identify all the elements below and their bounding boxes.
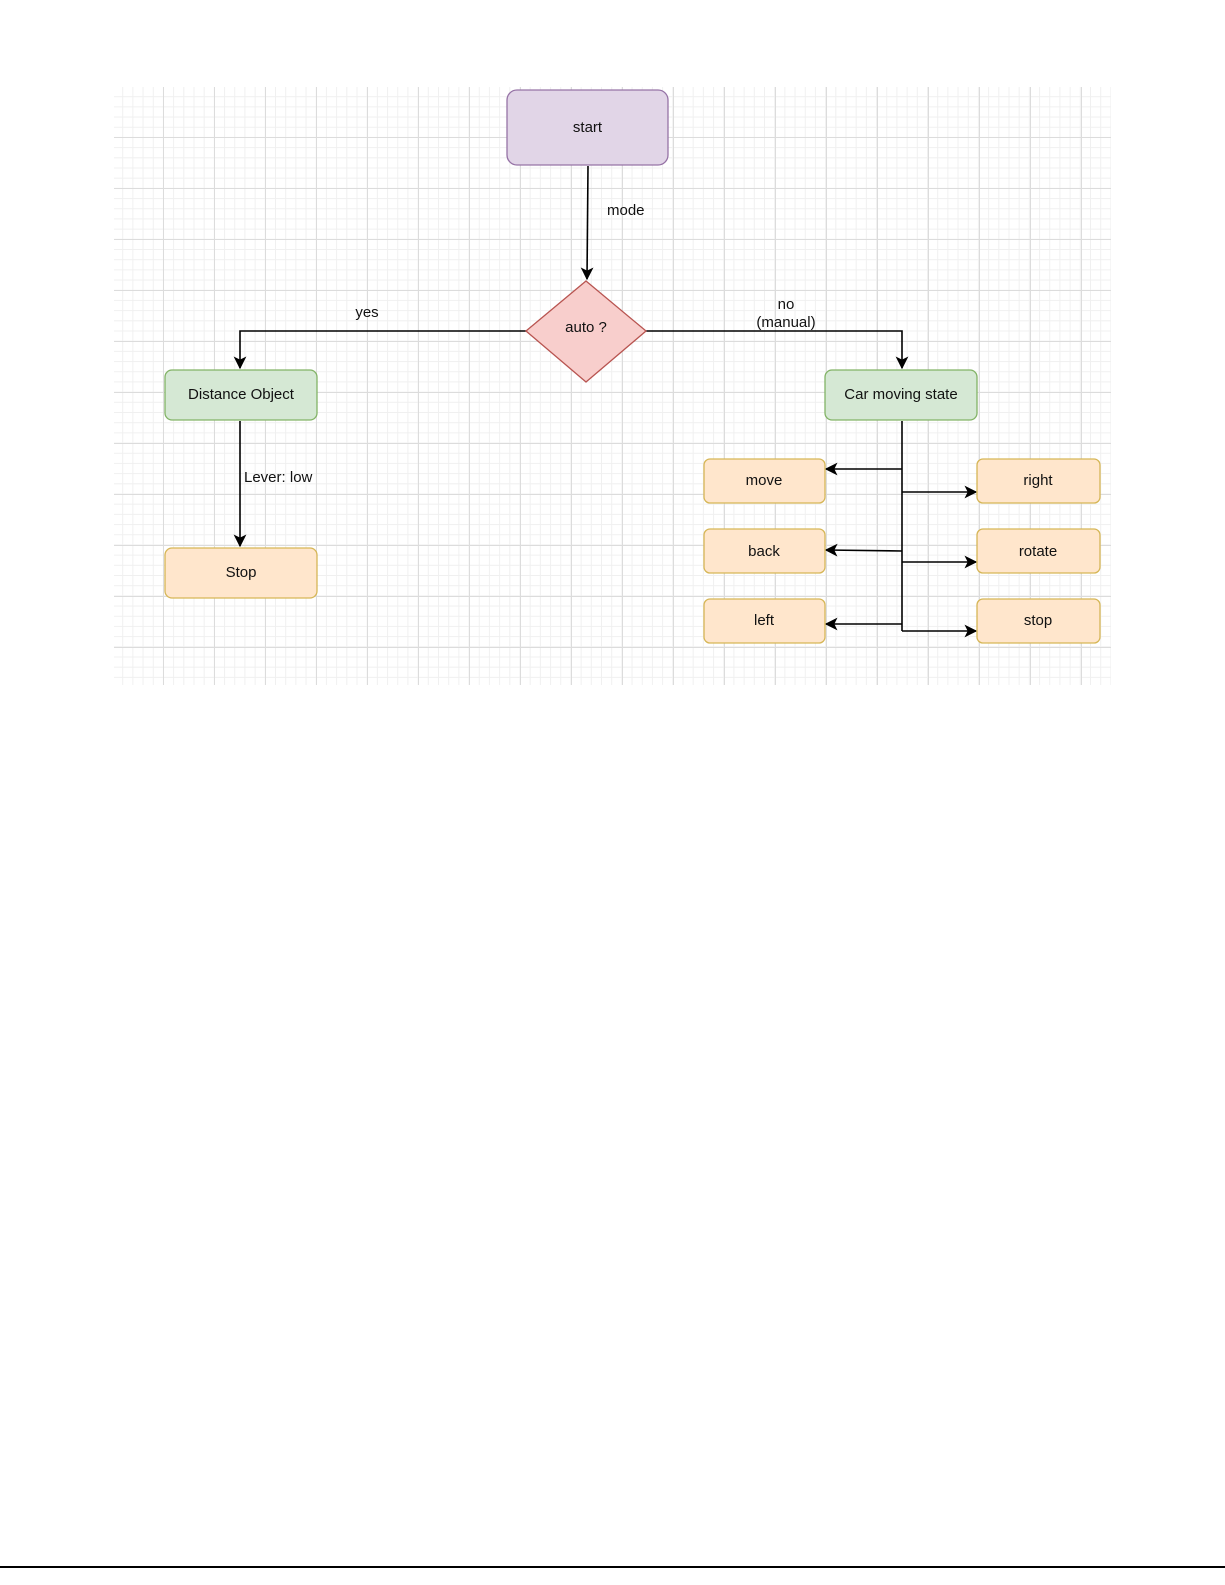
edge-decision-no: [646, 331, 902, 368]
edge-label-manual: (manual): [756, 314, 815, 331]
node-start-label: start: [573, 119, 603, 136]
edge-to-back: [826, 550, 902, 551]
edge-label-mode: mode: [607, 202, 645, 219]
node-move-label: move: [746, 472, 783, 489]
node-distance-object-label: Distance Object: [188, 386, 295, 403]
node-distance-object[interactable]: Distance Object: [165, 370, 317, 420]
node-rotate-label: rotate: [1019, 543, 1057, 560]
node-right[interactable]: right: [977, 459, 1100, 503]
node-start[interactable]: start: [507, 90, 668, 165]
node-stop-manual-label: stop: [1024, 612, 1052, 629]
edge-label-lever: Lever: low: [244, 469, 313, 486]
node-car-moving-state-label: Car moving state: [844, 386, 957, 403]
node-move[interactable]: move: [704, 459, 825, 503]
node-back-label: back: [748, 543, 780, 560]
node-decision-label: auto ?: [565, 319, 607, 336]
node-decision[interactable]: auto ?: [526, 281, 646, 382]
edge-decision-yes: [240, 331, 526, 368]
edge-label-yes: yes: [355, 304, 378, 321]
node-rotate[interactable]: rotate: [977, 529, 1100, 573]
node-left-label: left: [754, 612, 775, 629]
node-back[interactable]: back: [704, 529, 825, 573]
node-right-label: right: [1023, 472, 1053, 489]
page-bottom-rule: [0, 1566, 1225, 1568]
node-left[interactable]: left: [704, 599, 825, 643]
edge-label-no: no: [778, 296, 795, 313]
node-stop-auto[interactable]: Stop: [165, 548, 317, 598]
edge-start-to-decision: [587, 166, 588, 279]
node-stop-auto-label: Stop: [226, 564, 257, 581]
node-car-moving-state[interactable]: Car moving state: [825, 370, 977, 420]
node-stop-manual[interactable]: stop: [977, 599, 1100, 643]
